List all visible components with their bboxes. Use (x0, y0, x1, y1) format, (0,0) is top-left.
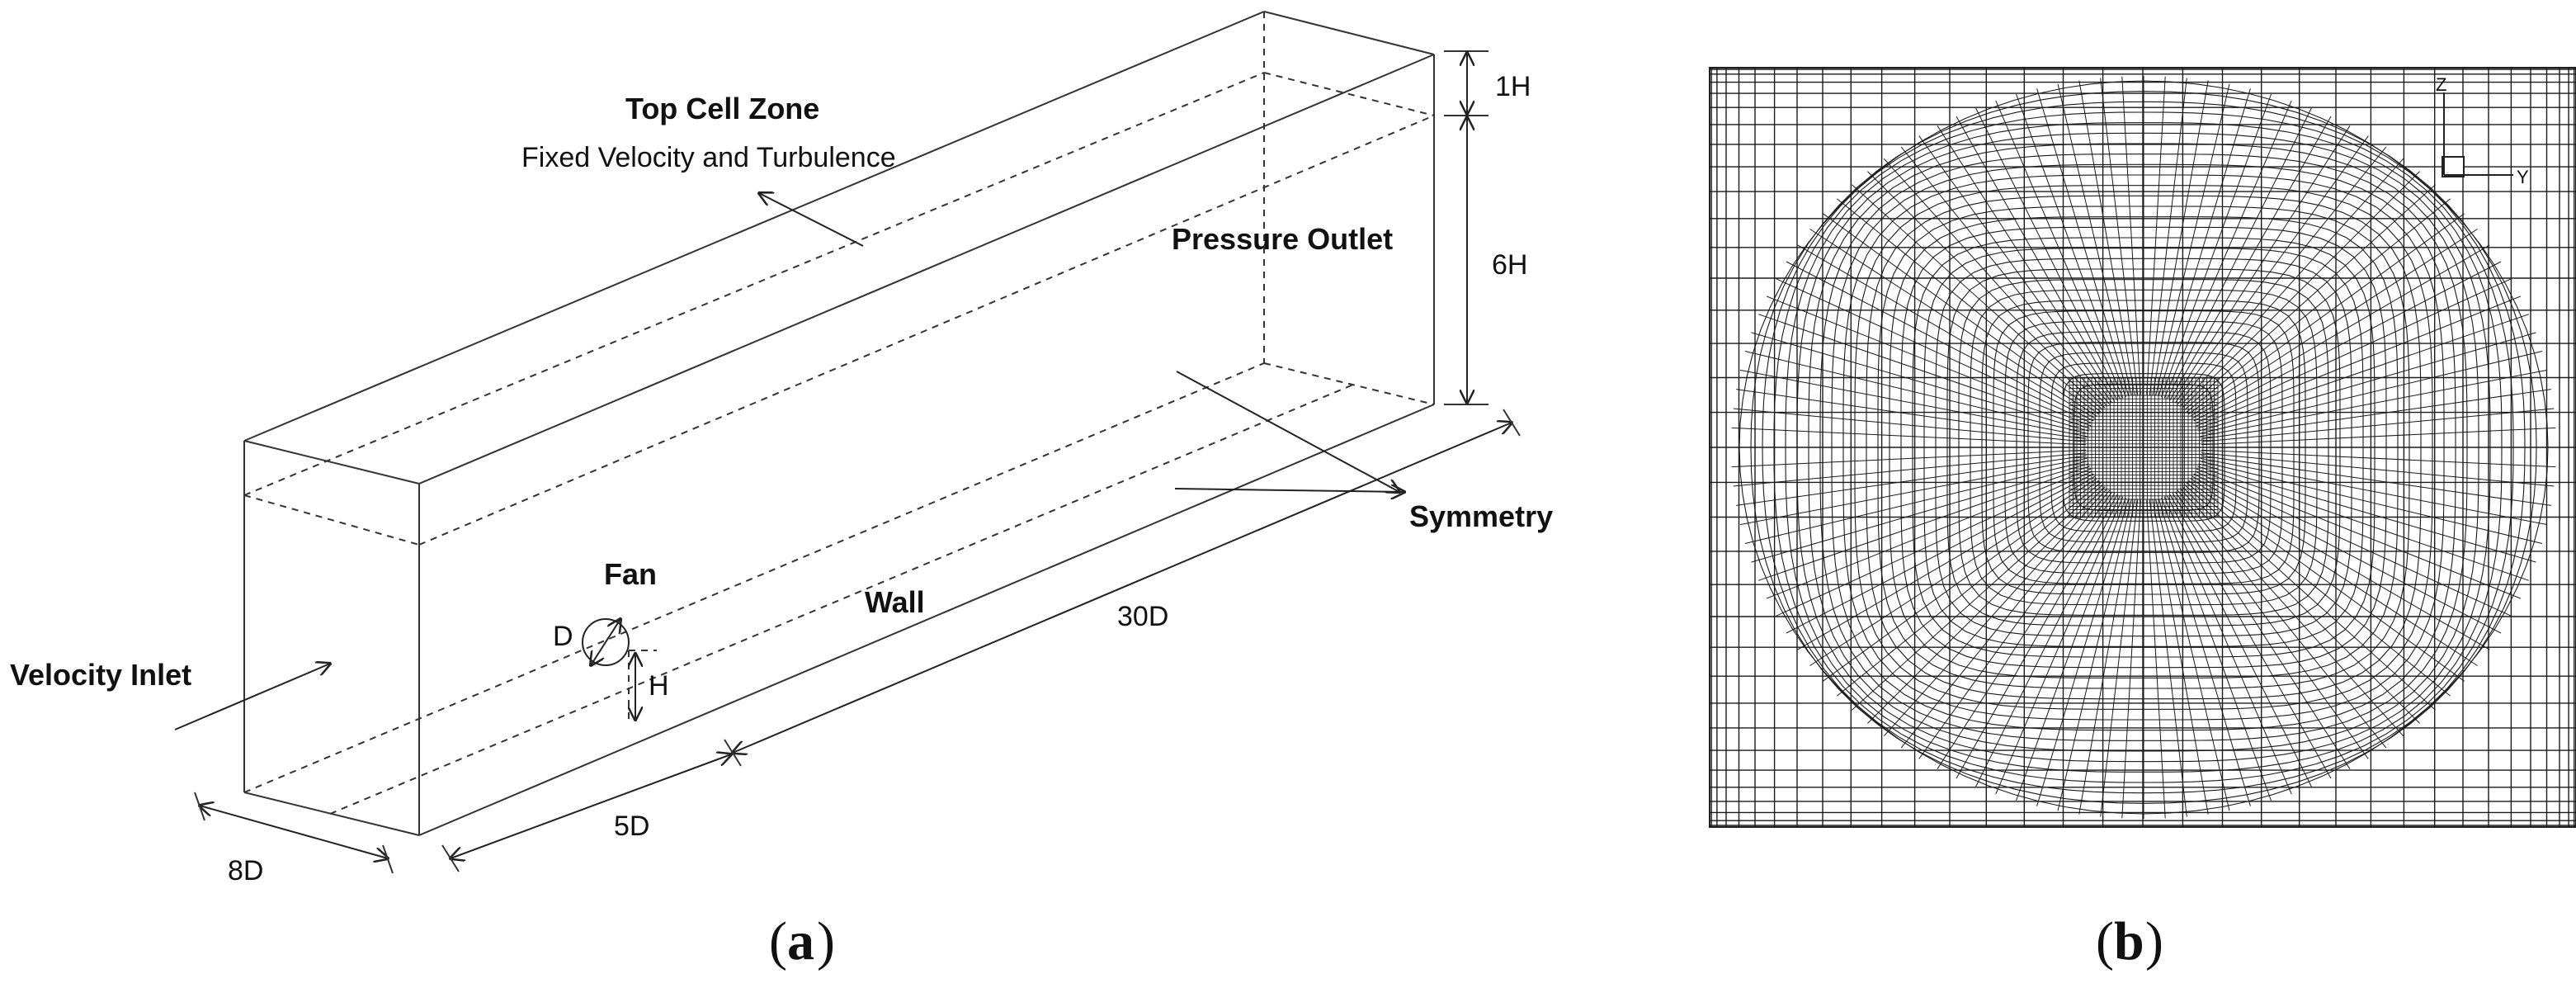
caption-b-letter: b (2114, 911, 2144, 971)
pressure-outlet-label: Pressure Outlet (1172, 222, 1393, 256)
caption-a-open: ( (769, 911, 787, 971)
height-dimensions (1444, 50, 1489, 405)
panel-b-mesh: Z Y (1709, 67, 2576, 828)
symmetry-arrow-upper (1176, 371, 1399, 492)
caption-b-close: ) (2145, 911, 2163, 971)
fan-label: Fan (604, 557, 657, 591)
dim-6h-label: 6H (1492, 249, 1527, 281)
dim-d-label: D (553, 621, 573, 652)
dim-30d-label: 30D (1117, 601, 1168, 632)
wall-label: Wall (865, 585, 925, 619)
dim-1h-label: 1H (1495, 71, 1531, 102)
axis-y-label: Y (2517, 167, 2529, 187)
dim-8d-label: 8D (228, 855, 263, 886)
dim-5d-label: 5D (614, 811, 649, 842)
mesh-grid-lines (1710, 68, 2576, 827)
axis-z-label: Z (2436, 74, 2446, 95)
symmetry-label: Symmetry (1409, 499, 1553, 533)
caption-a-letter: a (787, 911, 814, 971)
dim-h-label: H (649, 670, 669, 702)
velocity-inlet-label: Velocity Inlet (10, 658, 191, 692)
axis-triad (2442, 92, 2513, 177)
domain-hidden-edges (243, 12, 1435, 815)
domain-box-edges (243, 11, 1435, 836)
symmetry-arrow-lower (1174, 489, 1404, 492)
fixed-velocity-label: Fixed Velocity and Turbulence (521, 142, 896, 173)
top-cell-zone-label: Top Cell Zone (625, 92, 819, 125)
caption-a-close: ) (817, 911, 835, 971)
panel-a-domain-diagram: 1H 6H 30D 5D 8D D H Fan Top Cell Zone (10, 11, 1553, 886)
length-dimensions (194, 409, 1521, 874)
top-cell-zone-arrow (759, 193, 864, 247)
fan-symbol (582, 619, 657, 723)
velocity-inlet-arrow (174, 664, 330, 730)
caption-b-open: ( (2096, 911, 2114, 971)
